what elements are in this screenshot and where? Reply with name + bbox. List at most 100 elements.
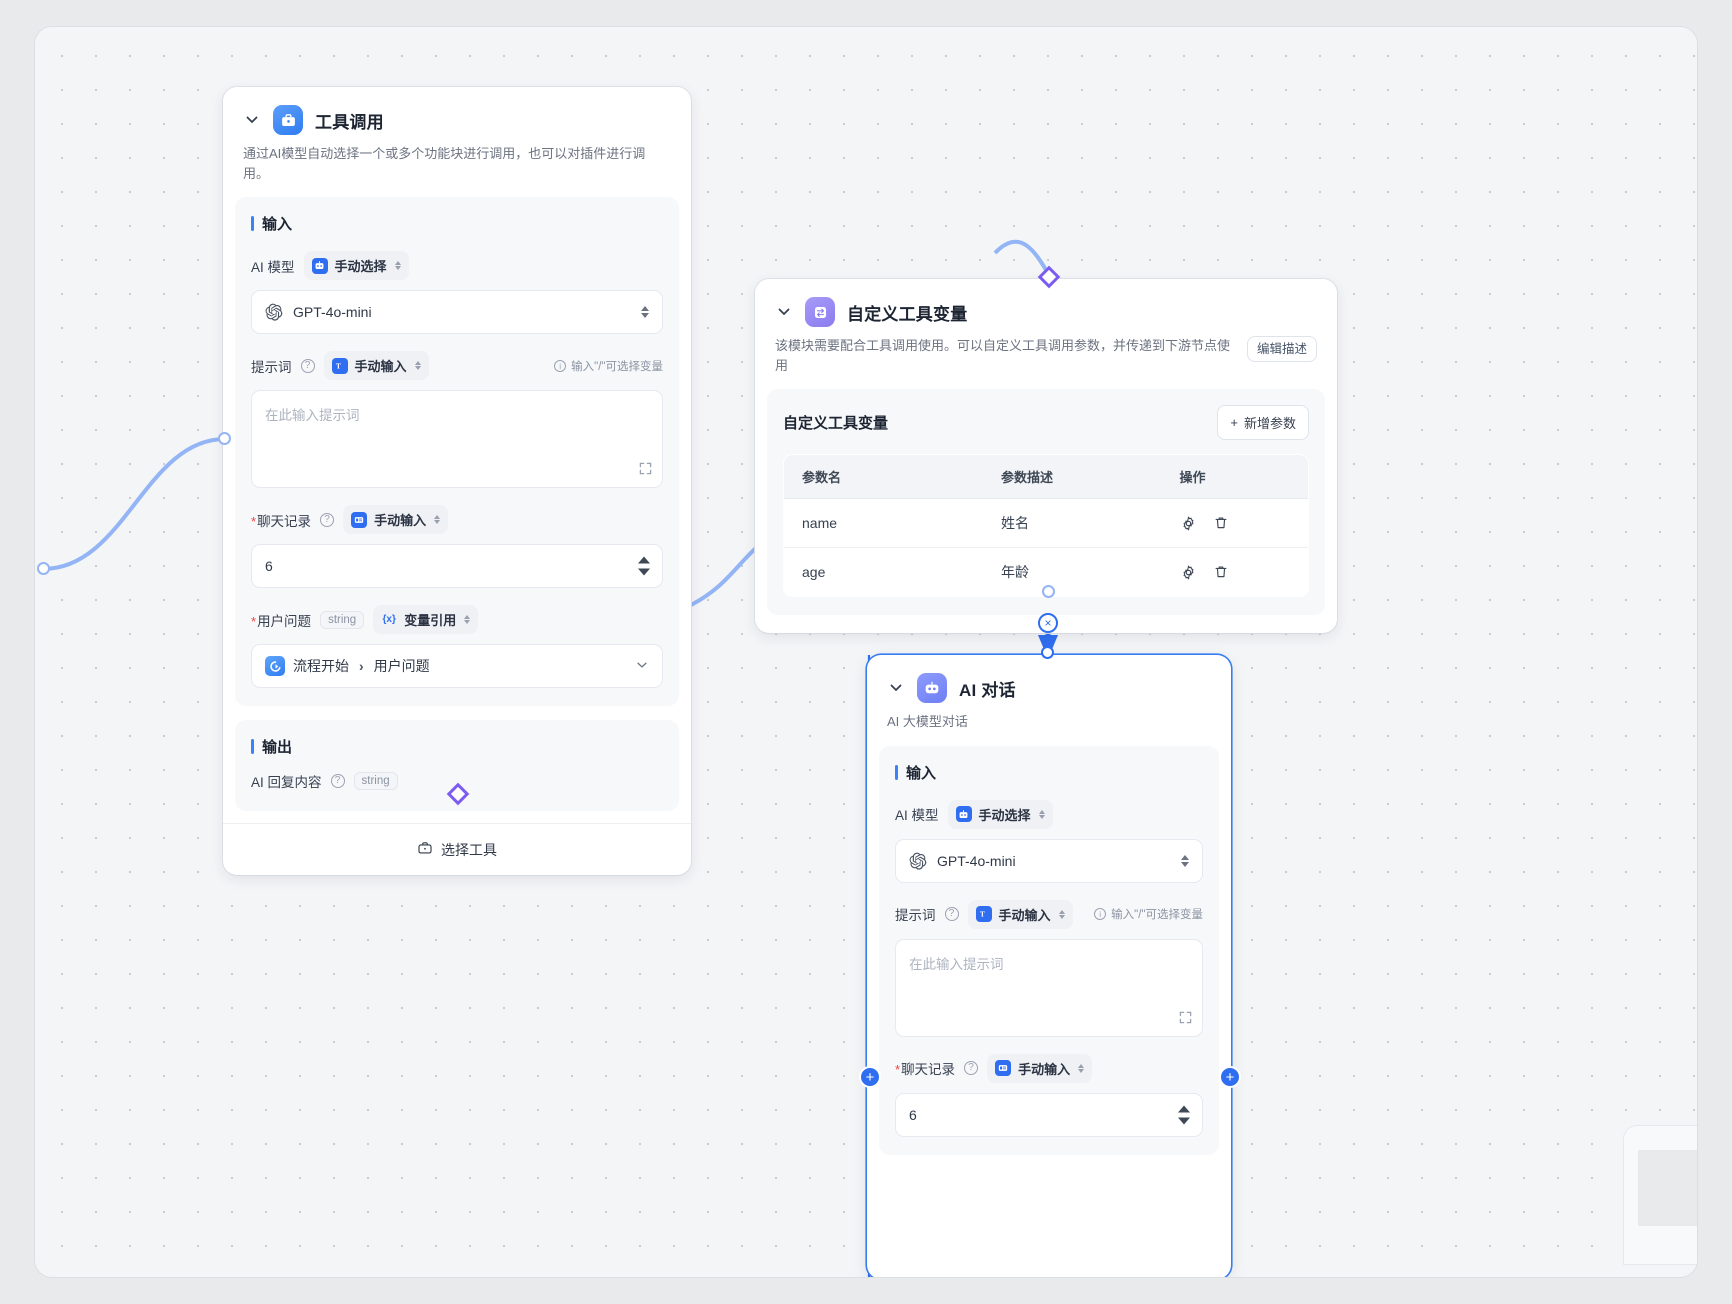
handle-tool-variable-output[interactable] xyxy=(1042,585,1055,598)
chat-record-mode-label: 手动输入 xyxy=(1018,1061,1071,1077)
field-prompt: 提示词 ? T 手动输入 i 输入"/"可选择变量 xyxy=(251,351,663,488)
trash-icon[interactable] xyxy=(1213,515,1229,531)
stepper-up-icon[interactable] xyxy=(638,556,650,564)
table-row[interactable]: name 姓名 xyxy=(784,498,1308,548)
stepper-up-icon[interactable] xyxy=(1178,1105,1190,1112)
input-section-title: 输入 xyxy=(251,213,663,234)
stepper-down-icon[interactable] xyxy=(1178,1117,1190,1124)
field-prompt: 提示词 ? T 手动输入 i 输入"/"可选择变量 xyxy=(895,899,1203,1037)
chat-record-mode-label: 手动输入 xyxy=(374,513,427,528)
ai-model-mode-label: 手动选择 xyxy=(334,259,387,274)
prompt-textarea[interactable]: 在此输入提示词 xyxy=(895,938,1203,1037)
prompt-hint: i 输入"/"可选择变量 xyxy=(1094,906,1203,922)
node-tool-call[interactable]: 工具调用 通过AI模型自动选择一个或多个功能块进行调用，也可以对插件进行调用。 … xyxy=(223,87,691,875)
select-tool-button[interactable]: 选择工具 xyxy=(223,823,691,875)
variable-ref-field: 用户问题 xyxy=(373,658,430,674)
chevron-updown-icon xyxy=(1078,1063,1085,1073)
user-question-variable-select[interactable]: 流程开始 › 用户问题 xyxy=(251,644,663,688)
gear-icon[interactable] xyxy=(1180,515,1197,532)
edit-description-button[interactable]: 编辑描述 xyxy=(1246,336,1317,363)
prompt-textarea[interactable]: 在此输入提示词 xyxy=(251,390,663,488)
chevron-updown-icon xyxy=(434,515,441,524)
ai-model-label: AI 模型 xyxy=(895,808,939,823)
cell-param-name: name xyxy=(784,498,983,548)
text-input-icon: T xyxy=(975,906,992,922)
node-tool-variable[interactable]: 自定义工具变量 该模块需要配合工具调用使用。可以自定义工具调用参数，并传递到下游… xyxy=(755,279,1337,633)
chevron-down-icon[interactable] xyxy=(243,111,261,129)
tool-variable-table-section: 自定义工具变量 + 新增参数 参数名 参数描述 操作 xyxy=(767,389,1325,615)
input-section-title: 输入 xyxy=(895,762,1203,783)
expand-icon[interactable] xyxy=(639,462,652,478)
canvas-toolbar-panel[interactable] xyxy=(1623,1125,1697,1265)
chat-record-mode-select[interactable]: 手动输入 xyxy=(343,505,449,534)
help-icon[interactable]: ? xyxy=(330,774,345,788)
ai-model-select[interactable]: GPT-4o-mini xyxy=(251,290,663,334)
stepper-down-icon[interactable] xyxy=(638,568,650,576)
node-title: 工具调用 xyxy=(315,112,384,132)
ai-model-value: GPT-4o-mini xyxy=(937,852,1016,869)
trash-icon[interactable] xyxy=(1213,564,1229,580)
openai-icon xyxy=(265,303,283,321)
node-tool-call-header: 工具调用 通过AI模型自动选择一个或多个功能块进行调用，也可以对插件进行调用。 xyxy=(223,87,691,183)
user-question-mode-select[interactable]: {x} 变量引用 xyxy=(373,605,479,634)
column-param-desc: 参数描述 xyxy=(983,455,1162,499)
chevron-updown-icon xyxy=(464,615,471,624)
table-title: 自定义工具变量 xyxy=(783,415,889,432)
text-input-icon: T xyxy=(331,357,348,374)
chat-record-stepper[interactable]: 6 xyxy=(251,544,663,588)
svg-text:T: T xyxy=(979,910,984,919)
handle-tool-call-input[interactable] xyxy=(218,432,231,445)
svg-text:T: T xyxy=(335,361,340,370)
user-question-mode-label: 变量引用 xyxy=(404,613,457,628)
chevron-updown-icon xyxy=(394,261,401,270)
user-question-label: 用户问题 xyxy=(251,610,311,630)
tool-call-output-section: 输出 AI 回复内容 ? string xyxy=(235,720,679,811)
help-icon[interactable]: ? xyxy=(944,907,959,921)
node-ai-chat[interactable]: AI 对话 AI 大模型对话 输入 AI 模型 xyxy=(867,655,1231,1277)
ai-model-value: GPT-4o-mini xyxy=(293,304,372,320)
stepper-arrows[interactable] xyxy=(1178,1105,1190,1124)
stepper-arrows[interactable] xyxy=(638,556,650,576)
handle-canvas-source[interactable] xyxy=(37,562,50,575)
chat-record-mode-select[interactable]: 手动输入 xyxy=(987,1053,1093,1083)
node-ai-chat-header: AI 对话 AI 大模型对话 xyxy=(867,655,1231,732)
gear-icon[interactable] xyxy=(1180,564,1197,581)
help-icon[interactable]: ? xyxy=(300,358,315,373)
chevron-down-icon[interactable] xyxy=(887,679,905,697)
breadcrumb-separator-icon: › xyxy=(359,658,364,674)
ai-model-mode-select[interactable]: 手动选择 xyxy=(947,799,1053,829)
add-parameter-button[interactable]: + 新增参数 xyxy=(1217,405,1309,440)
variable-swap-icon xyxy=(805,297,835,327)
chat-record-value: 6 xyxy=(909,1106,917,1123)
ai-model-mode-select[interactable]: 手动选择 xyxy=(303,251,409,280)
prompt-placeholder: 在此输入提示词 xyxy=(909,956,1004,972)
expand-icon[interactable] xyxy=(1179,1011,1192,1027)
field-chat-record: 聊天记录 ? 手动输入 6 xyxy=(895,1053,1203,1137)
variable-icon: {x} xyxy=(382,614,396,625)
user-question-type: string xyxy=(320,610,365,629)
chat-record-stepper[interactable]: 6 xyxy=(895,1092,1203,1137)
parameters-table: 参数名 参数描述 操作 name 姓名 xyxy=(783,454,1309,597)
chevron-down-icon[interactable] xyxy=(775,303,793,321)
table-row[interactable]: age 年龄 xyxy=(784,548,1308,597)
chevron-updown-icon xyxy=(1038,809,1045,819)
prompt-mode-select[interactable]: T 手动输入 xyxy=(967,899,1073,929)
record-icon xyxy=(351,511,368,528)
help-icon[interactable]: ? xyxy=(964,1061,979,1075)
column-actions: 操作 xyxy=(1161,455,1308,499)
prompt-mode-select[interactable]: T 手动输入 xyxy=(323,351,429,380)
handle-ai-chat-input[interactable] xyxy=(1041,646,1054,659)
node-title: AI 对话 xyxy=(959,680,1016,700)
ai-model-select[interactable]: GPT-4o-mini xyxy=(895,838,1203,883)
add-parameter-label: 新增参数 xyxy=(1243,416,1296,431)
add-node-left-button[interactable]: + xyxy=(859,1066,881,1088)
field-user-question: 用户问题 string {x} 变量引用 流程 xyxy=(251,605,663,688)
node-title: 自定义工具变量 xyxy=(847,304,968,324)
openai-icon xyxy=(909,852,927,870)
output-field-row: AI 回复内容 ? string xyxy=(251,771,663,791)
help-icon[interactable]: ? xyxy=(320,512,335,527)
add-node-right-button[interactable]: + xyxy=(1219,1066,1241,1088)
remove-edge-button[interactable]: × xyxy=(1038,613,1058,633)
chevron-down-icon[interactable] xyxy=(635,658,649,675)
